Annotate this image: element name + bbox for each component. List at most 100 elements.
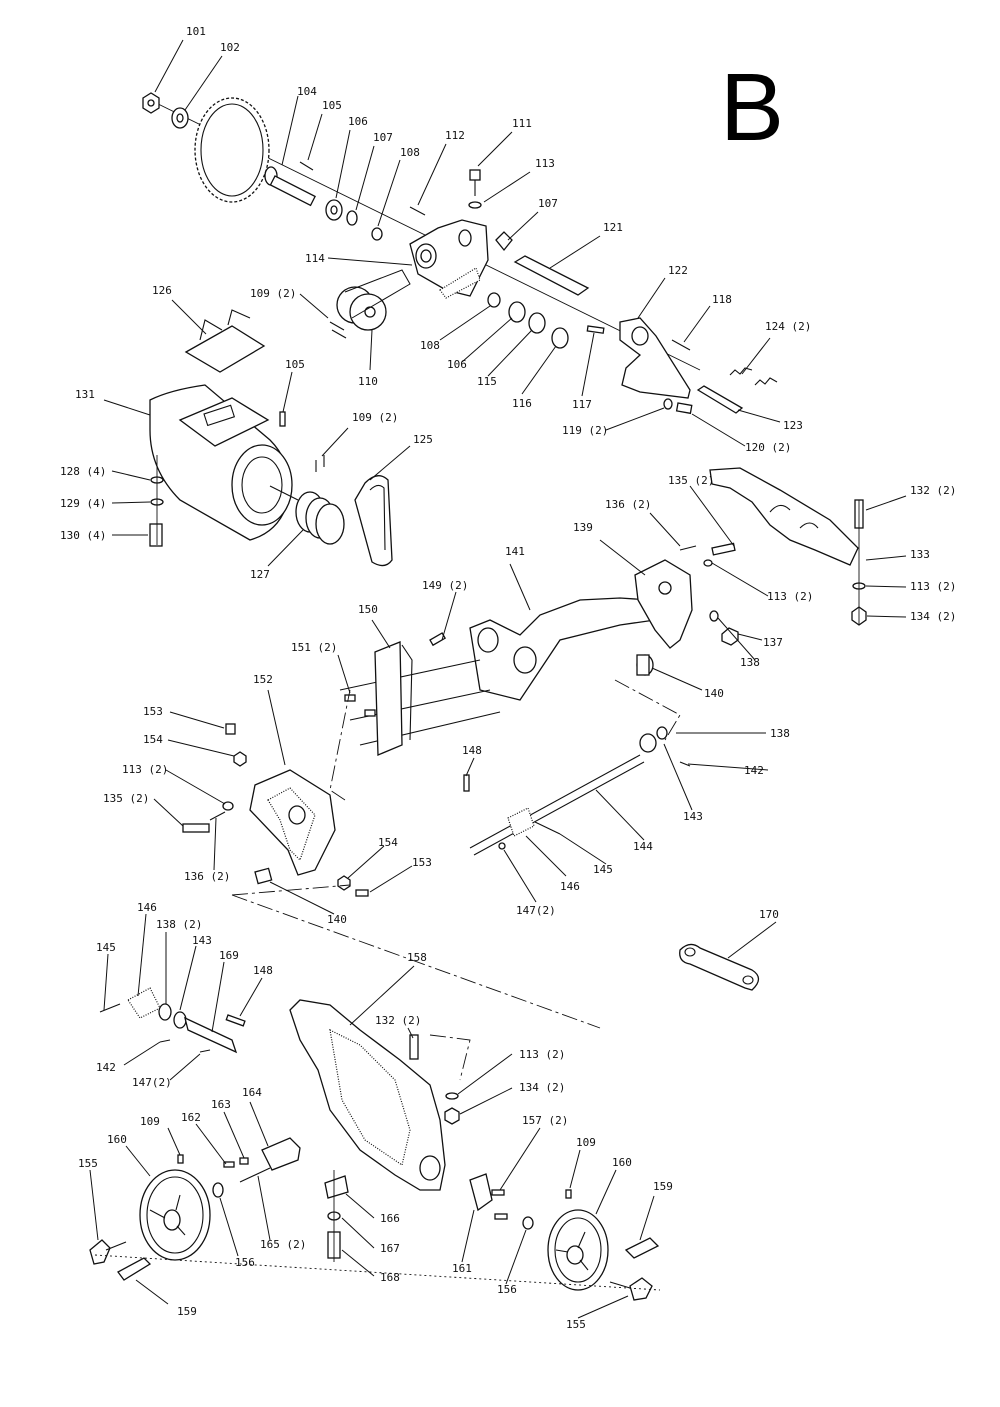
label-143: 143 xyxy=(192,934,212,947)
label-143: 143 xyxy=(683,810,703,823)
label-101: 101 xyxy=(186,25,206,38)
label-144: 144 xyxy=(633,840,653,853)
label-164: 164 xyxy=(242,1086,262,1099)
label-124: 124 (2) xyxy=(765,320,811,333)
label-145: 145 xyxy=(593,863,613,876)
label-115: 115 xyxy=(477,375,497,388)
label-138: 138 xyxy=(770,727,790,740)
part-labels: 101 102 104 105 106 107 108 112 111 113 … xyxy=(60,25,956,1331)
label-130: 130 (4) xyxy=(60,529,106,542)
label-169: 169 xyxy=(219,949,239,962)
label-110: 110 xyxy=(358,375,378,388)
label-154: 154 xyxy=(143,733,163,746)
label-116: 116 xyxy=(512,397,532,410)
label-155: 155 xyxy=(566,1318,586,1331)
label-114: 114 xyxy=(305,252,325,265)
label-151: 151 (2) xyxy=(291,641,337,654)
label-160: 160 xyxy=(612,1156,632,1169)
saw-blade xyxy=(194,97,270,203)
label-120: 120 (2) xyxy=(745,441,791,454)
label-142: 142 xyxy=(96,1061,116,1074)
label-138: 138 xyxy=(740,656,760,669)
label-113: 113 (2) xyxy=(519,1048,565,1061)
label-121: 121 xyxy=(603,221,623,234)
label-161: 161 xyxy=(452,1262,472,1275)
label-140: 140 xyxy=(327,913,347,926)
label-135: 135 (2) xyxy=(103,792,149,805)
label-132: 132 (2) xyxy=(910,484,956,497)
arbor-assembly xyxy=(142,92,778,415)
label-112: 112 xyxy=(445,129,465,142)
label-127: 127 xyxy=(250,568,270,581)
label-105: 105 xyxy=(285,358,305,371)
label-119: 119 (2) xyxy=(562,424,608,437)
label-104: 104 xyxy=(297,85,317,98)
handwheel-assembly xyxy=(89,943,760,1301)
label-117: 117 xyxy=(572,398,592,411)
label-138: 138 (2) xyxy=(156,918,202,931)
label-149: 149 (2) xyxy=(422,579,468,592)
label-111: 111 xyxy=(512,117,532,130)
label-128: 128 (4) xyxy=(60,465,106,478)
label-106: 106 xyxy=(348,115,368,128)
label-113: 113 (2) xyxy=(122,763,168,776)
label-157: 157 (2) xyxy=(522,1114,568,1127)
label-105: 105 xyxy=(322,99,342,112)
label-132: 132 (2) xyxy=(375,1014,421,1027)
label-113: 113 (2) xyxy=(767,590,813,603)
label-126: 126 xyxy=(152,284,172,297)
label-108: 108 xyxy=(420,339,440,352)
label-155: 155 xyxy=(78,1157,98,1170)
label-162: 162 xyxy=(181,1111,201,1124)
label-107: 107 xyxy=(373,131,393,144)
label-102: 102 xyxy=(220,41,240,54)
label-107: 107 xyxy=(538,197,558,210)
label-142: 142 xyxy=(744,764,764,777)
label-148: 148 xyxy=(462,744,482,757)
label-159: 159 xyxy=(177,1305,197,1318)
label-109: 109 xyxy=(140,1115,160,1128)
label-108: 108 xyxy=(400,146,420,159)
section-letter: B xyxy=(720,54,784,161)
leader-lines xyxy=(89,39,907,1319)
label-160: 160 xyxy=(107,1133,127,1146)
label-146: 146 xyxy=(137,901,157,914)
label-156: 156 xyxy=(497,1283,517,1296)
label-167: 167 xyxy=(380,1242,400,1255)
label-146: 146 xyxy=(560,880,580,893)
label-168: 168 xyxy=(380,1271,400,1284)
label-153: 153 xyxy=(412,856,432,869)
label-118: 118 xyxy=(712,293,732,306)
label-147: 147(2) xyxy=(132,1076,172,1089)
label-113: 113 (2) xyxy=(910,580,956,593)
label-106: 106 xyxy=(447,358,467,371)
label-109: 109 (2) xyxy=(352,411,398,424)
label-152: 152 xyxy=(253,673,273,686)
label-163: 163 xyxy=(211,1098,231,1111)
label-136: 136 (2) xyxy=(605,498,651,511)
label-113: 113 xyxy=(535,157,555,170)
label-134: 134 (2) xyxy=(519,1081,565,1094)
label-141: 141 xyxy=(505,545,525,558)
label-147: 147(2) xyxy=(516,904,556,917)
label-150: 150 xyxy=(358,603,378,616)
label-122: 122 xyxy=(668,264,688,277)
label-158: 158 xyxy=(407,951,427,964)
label-156: 156 xyxy=(235,1256,255,1269)
label-166: 166 xyxy=(380,1212,400,1225)
motor-assembly xyxy=(149,309,393,567)
label-139: 139 xyxy=(573,521,593,534)
label-136: 136 (2) xyxy=(184,870,230,883)
label-154: 154 xyxy=(378,836,398,849)
label-137: 137 xyxy=(763,636,783,649)
label-123: 123 xyxy=(783,419,803,432)
trunnion-assembly xyxy=(182,467,867,1029)
label-129: 129 (4) xyxy=(60,497,106,510)
label-109: 109 xyxy=(576,1136,596,1149)
label-133: 133 xyxy=(910,548,930,561)
label-140: 140 xyxy=(704,687,724,700)
label-131: 131 xyxy=(75,388,95,401)
label-125: 125 xyxy=(413,433,433,446)
label-145: 145 xyxy=(96,941,116,954)
